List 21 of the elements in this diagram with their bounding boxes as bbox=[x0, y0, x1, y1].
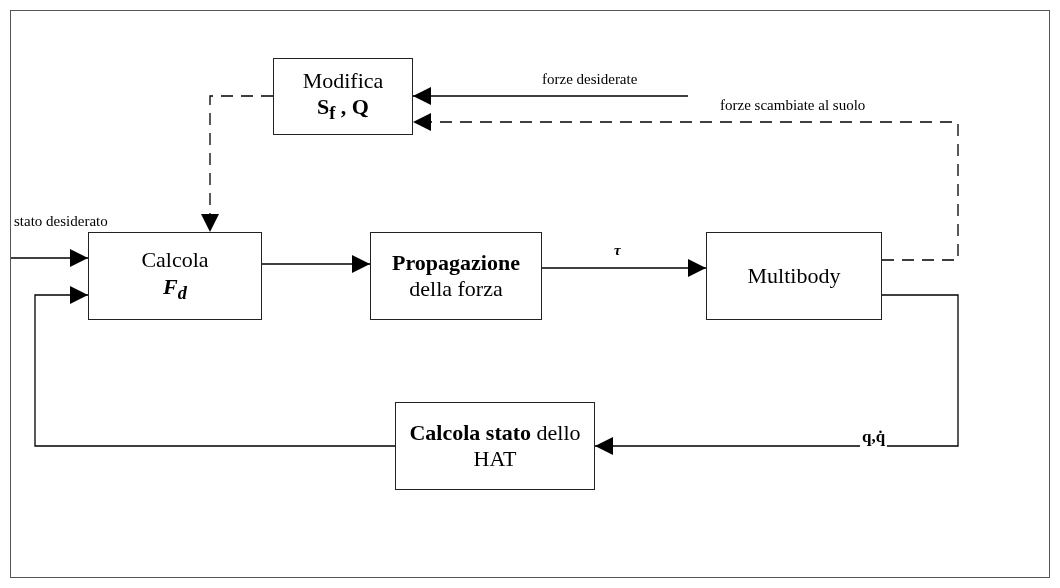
box-title: Multibody bbox=[747, 262, 841, 290]
process-box bbox=[88, 232, 262, 320]
box-title: Modifica bbox=[302, 67, 384, 94]
box-formula: F$_{d}$ bbox=[163, 273, 187, 305]
arrow bbox=[201, 95, 274, 233]
box-formula: S$_{f}$ , Q bbox=[317, 94, 369, 126]
box-title: Calcola bbox=[141, 247, 209, 274]
arrow bbox=[34, 286, 396, 447]
process-box bbox=[273, 58, 413, 135]
edge-label: q,q̇ bbox=[860, 428, 888, 447]
arrow bbox=[541, 259, 707, 277]
arrow bbox=[261, 255, 371, 273]
process-box bbox=[370, 232, 542, 320]
arrow bbox=[594, 294, 959, 455]
process-box bbox=[395, 402, 595, 490]
box-title: Propagazione della forza bbox=[391, 249, 521, 303]
arrow bbox=[412, 87, 689, 105]
process-box bbox=[706, 232, 882, 320]
arrow bbox=[10, 249, 89, 267]
box-title: Calcola stato dello HAT bbox=[408, 419, 582, 473]
arrow bbox=[412, 113, 959, 261]
